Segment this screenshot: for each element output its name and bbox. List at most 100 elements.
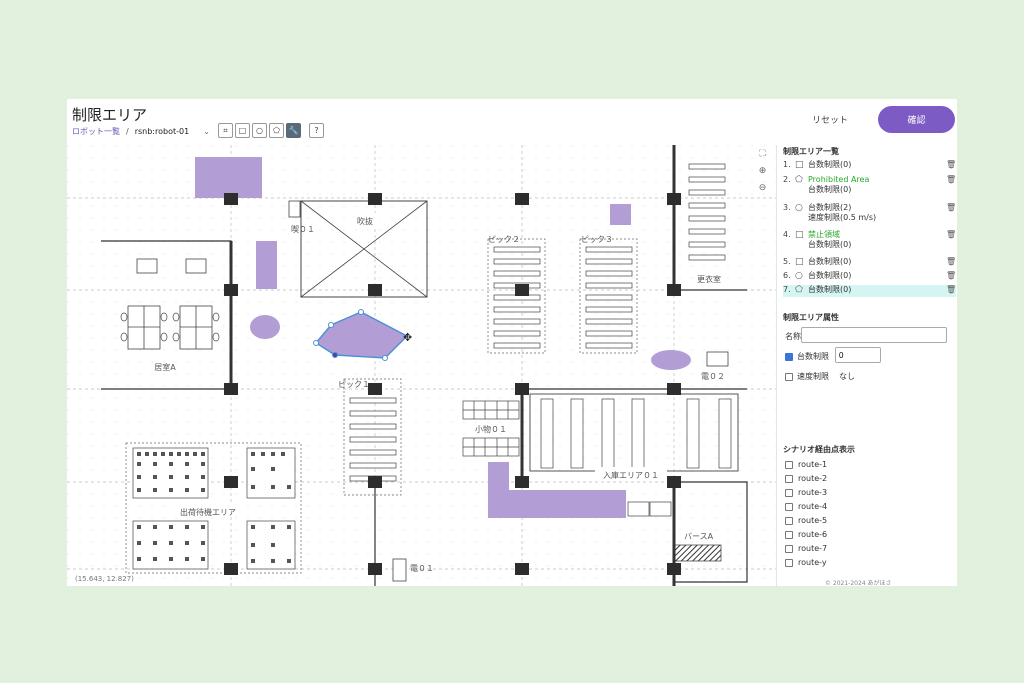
- shukka-area: 出荷待機エリア: [125, 442, 302, 574]
- restricted-areas[interactable]: [195, 157, 691, 518]
- route-toggle-6[interactable]: route-6: [785, 530, 827, 539]
- square-icon: □: [238, 126, 247, 135]
- speed-limit-row: 速度制限 なし: [785, 371, 855, 382]
- polygon-vertex-handles[interactable]: [313, 309, 388, 361]
- polygon-tool-button[interactable]: ⬠: [269, 123, 284, 138]
- room-label-den02: 電０２: [701, 372, 725, 381]
- trash-icon[interactable]: 🗑: [946, 230, 957, 239]
- trash-icon[interactable]: 🗑: [946, 175, 957, 184]
- den01-box: [392, 558, 407, 582]
- count-limit-label: 台数制限: [797, 352, 829, 361]
- trash-icon[interactable]: 🗑: [946, 285, 957, 294]
- route-toggle-7[interactable]: route-7: [785, 544, 827, 553]
- area-item-number: 4.: [783, 230, 791, 239]
- area-item-6[interactable]: 6. ○ 台数制限(0) 🗑: [783, 271, 956, 281]
- route-toggle-3[interactable]: route-3: [785, 488, 827, 497]
- restricted-area-1[interactable]: [195, 157, 262, 198]
- header: 制限エリア ロボット一覧 / rsnb:robot-01 ⌄ ⌗ □ ○ ⬠ 🔧…: [67, 99, 957, 145]
- count-limit-input[interactable]: [835, 347, 881, 363]
- help-label: ?: [314, 126, 319, 135]
- help-button[interactable]: ?: [309, 123, 324, 138]
- area-count-limit: 台数制限(0): [808, 185, 852, 194]
- route-checkbox[interactable]: [785, 558, 793, 567]
- speed-limit-checkbox[interactable]: [785, 372, 793, 381]
- app-window: 制限エリア ロボット一覧 / rsnb:robot-01 ⌄ ⌗ □ ○ ⬠ 🔧…: [67, 99, 957, 586]
- route-checkbox[interactable]: [785, 502, 793, 511]
- route-checkbox[interactable]: [785, 530, 793, 539]
- route-checkbox[interactable]: [785, 488, 793, 497]
- route-toggle-5[interactable]: route-5: [785, 516, 827, 525]
- berth-area: バースA: [674, 532, 722, 562]
- zoom-out-button[interactable]: ⊖: [755, 180, 770, 195]
- restricted-area-5[interactable]: [610, 204, 631, 225]
- square-icon: □: [795, 230, 804, 240]
- area-item-number: 2.: [783, 175, 791, 184]
- trash-icon[interactable]: 🗑: [946, 271, 957, 280]
- route-checkbox[interactable]: [785, 544, 793, 553]
- floor-map[interactable]: ✥ 吹抜 喫０１: [67, 145, 776, 586]
- confirm-button[interactable]: 確認: [878, 106, 955, 133]
- name-label: 名称: [785, 332, 801, 341]
- edit-tool-button[interactable]: 🔧: [286, 123, 301, 138]
- area-item-text: 台数制限(0): [808, 285, 946, 295]
- rectangle-tool-button[interactable]: □: [235, 123, 250, 138]
- pentagon-icon: ⬠: [273, 126, 280, 135]
- route-toggle-1[interactable]: route-1: [785, 460, 827, 469]
- page-title: 制限エリア: [72, 106, 148, 124]
- floor-map-canvas[interactable]: ✥ 吹抜 喫０１: [67, 145, 776, 586]
- area-props-heading: 制限エリア属性: [783, 313, 839, 322]
- room-label-kyoshitsu: 居室A: [154, 362, 176, 372]
- area-name-input[interactable]: [801, 327, 947, 343]
- area-item-1[interactable]: 1. □ 台数制限(0) 🗑: [783, 160, 956, 170]
- reset-button[interactable]: リセット: [812, 116, 849, 126]
- area-item-text: 台数制限(0): [808, 257, 946, 267]
- route-toggle-2[interactable]: route-2: [785, 474, 827, 483]
- speed-limit-label: 速度制限: [797, 372, 829, 381]
- robot-markers[interactable]: [224, 193, 681, 575]
- route-label: route-3: [798, 488, 828, 497]
- trash-icon[interactable]: 🗑: [946, 160, 957, 169]
- route-toggle-8[interactable]: route-y: [785, 558, 827, 567]
- route-checkbox[interactable]: [785, 516, 793, 525]
- area-item-4[interactable]: 4. □ 禁止領域台数制限(0) 🗑: [783, 230, 956, 250]
- count-limit-checkbox[interactable]: [785, 352, 793, 361]
- area-count-limit: 台数制限(0): [808, 257, 852, 266]
- route-checkbox[interactable]: [785, 474, 793, 483]
- restricted-area-4[interactable]: [256, 241, 277, 289]
- room-label-den01: 電０１: [410, 564, 434, 573]
- restricted-area-6[interactable]: [651, 350, 691, 370]
- circle-tool-button[interactable]: ○: [252, 123, 267, 138]
- route-checkbox[interactable]: [785, 460, 793, 469]
- room-label-berth: バースA: [684, 532, 714, 541]
- area-count-limit: 台数制限(0): [808, 285, 852, 294]
- area-item-5[interactable]: 5. □ 台数制限(0) 🗑: [783, 257, 956, 267]
- route-label: route-1: [798, 460, 828, 469]
- chevron-down-icon: ⌄: [203, 127, 210, 136]
- move-cursor-icon: ✥: [403, 331, 412, 344]
- area-item-number: 5.: [783, 257, 791, 266]
- robot-select[interactable]: rsnb:robot-01 ⌄: [135, 127, 210, 136]
- area-item-3[interactable]: 3. ○ 台数制限(2)速度制限(0.5 m/s) 🗑: [783, 203, 956, 223]
- fit-screen-button[interactable]: ⛶: [755, 146, 770, 161]
- kitchen-box: [288, 200, 301, 218]
- trash-icon[interactable]: 🗑: [946, 203, 957, 212]
- zoom-in-button[interactable]: ⊕: [755, 163, 770, 178]
- trash-icon[interactable]: 🗑: [946, 257, 957, 266]
- route-label: route-6: [798, 530, 828, 539]
- route-label: route-5: [798, 516, 828, 525]
- wrench-icon: 🔧: [288, 126, 299, 135]
- area-item-number: 6.: [783, 271, 791, 280]
- restricted-area-3[interactable]: [250, 315, 280, 339]
- breadcrumb-robot-list-link[interactable]: ロボット一覧: [72, 127, 120, 136]
- area-count-limit: 台数制限(0): [808, 240, 852, 249]
- area-item-7-selected[interactable]: 7. ⬠ 台数制限(0) 🗑: [783, 285, 956, 297]
- select-tool-button[interactable]: ⌗: [218, 123, 233, 138]
- route-toggle-4[interactable]: route-4: [785, 502, 827, 511]
- restricted-area-2[interactable]: [488, 462, 626, 518]
- area-name: Prohibited Area: [808, 175, 870, 184]
- area-list-heading: 制限エリア一覧: [783, 147, 839, 156]
- area-count-limit: 台数制限(0): [808, 160, 852, 169]
- pentagon-icon: ⬠: [795, 175, 803, 185]
